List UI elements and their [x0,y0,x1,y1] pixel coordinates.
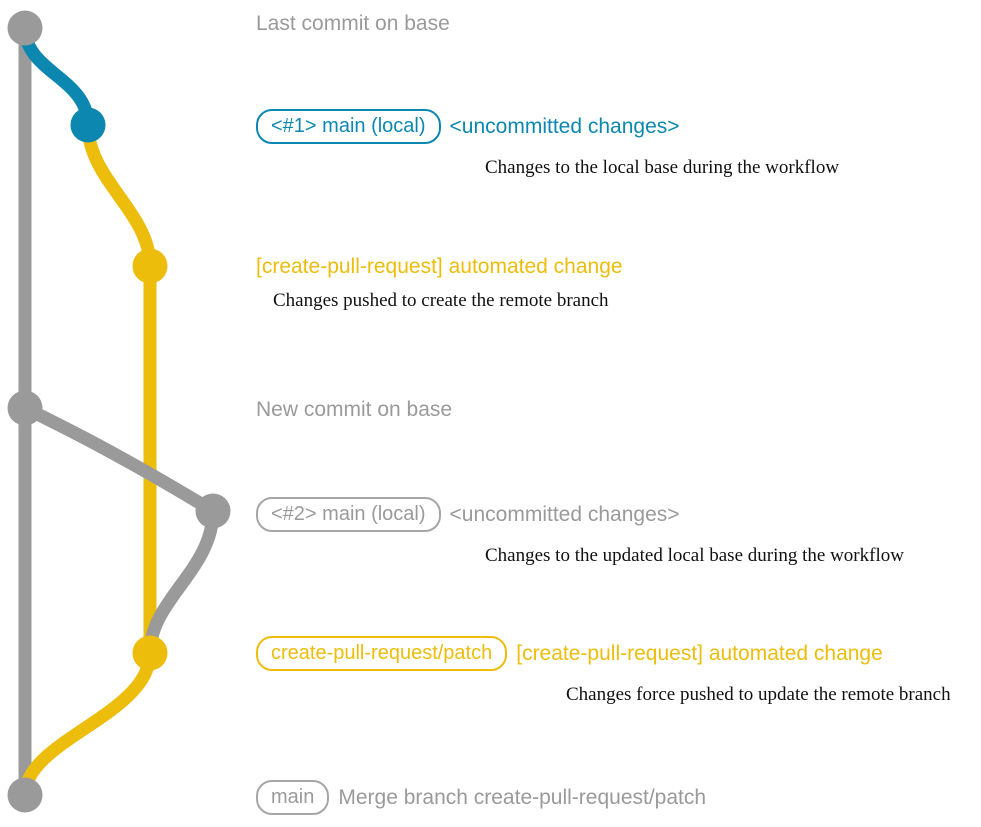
commit-detail-automated-change-1: Changes pushed to create the remote bran… [273,290,609,311]
commit-detail-local-main-1: Changes to the local base during the wor… [485,157,840,178]
node-base-new [7,390,43,426]
branch-pill-local-main-2[interactable]: <#2> main (local) [256,497,441,532]
row-local-main-1: <#1> main (local) <uncommitted changes> … [256,109,981,177]
row-new-commit-on-base: New commit on base [256,399,981,420]
remote-branch-line-1 [81,118,157,273]
row-last-commit-on-base: Last commit on base [256,13,981,34]
row-automated-change-1: [create-pull-request] automated change C… [256,256,981,310]
node-local-1 [70,107,106,143]
commit-message-automated-change-2: [create-pull-request] automated change [516,642,883,665]
commit-detail-local-main-2: Changes to the updated local base during… [485,545,904,566]
branch-pill-main[interactable]: main [256,780,330,815]
node-remote-2 [132,635,168,671]
row-merge-commit: main Merge branch create-pull-request/pa… [256,780,981,815]
merge-line [18,646,157,802]
local-branch-line-2 [18,401,220,518]
branch-pill-create-pull-request-patch[interactable]: create-pull-request/patch [256,636,508,671]
row-automated-change-2: create-pull-request/patch [create-pull-r… [256,636,981,704]
node-merge [7,777,43,813]
local-merge-line-2 [143,504,220,660]
node-remote-1 [132,248,168,284]
commit-message-new-commit: New commit on base [256,398,453,421]
commit-message-automated-change-1: [create-pull-request] automated change [256,255,623,278]
commit-detail-automated-change-2: Changes force pushed to update the remot… [566,684,951,705]
commit-message-last-commit: Last commit on base [256,12,450,35]
commit-nodes [7,10,231,813]
branch-pill-local-main-1[interactable]: <#1> main (local) [256,109,441,144]
commit-message-local-main-2: <uncommitted changes> [449,503,680,526]
commit-message-merge: Merge branch create-pull-request/patch [338,786,707,809]
node-base-last [7,10,43,46]
row-local-main-2: <#2> main (local) <uncommitted changes> … [256,497,981,565]
node-local-2 [195,493,231,529]
commit-message-local-main-1: <uncommitted changes> [449,115,680,138]
